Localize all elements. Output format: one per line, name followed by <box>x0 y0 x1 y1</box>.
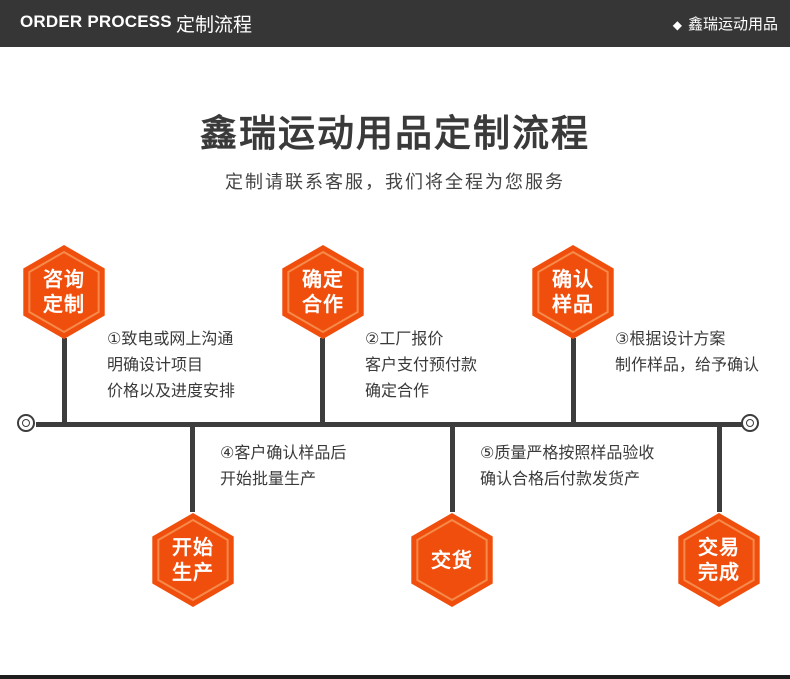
header-cn-title: 定制流程 <box>176 14 253 36</box>
hexagon-shape <box>282 245 364 339</box>
hexagon-outer <box>532 245 614 339</box>
step-label-line: 样品 <box>552 292 594 316</box>
timeline-axis <box>36 422 742 427</box>
step-desc-line: ①致电或网上沟通 <box>107 329 234 348</box>
hexagon-inner-ring <box>537 250 609 334</box>
hexagon-shape <box>411 513 493 607</box>
step-label-line: 确认 <box>552 267 594 291</box>
hexagon-shape <box>152 513 234 607</box>
connector-3 <box>571 338 576 425</box>
step-label-line: 交货 <box>431 547 473 572</box>
step-label: 交易完成 <box>677 512 761 608</box>
hexagon-outer <box>23 245 105 339</box>
header-en-title: ORDER PROCESS <box>20 12 172 31</box>
step-node-3: 确认样品 <box>531 244 615 340</box>
page-subtitle: 定制请联系客服，我们将全程为您服务 <box>225 172 565 193</box>
step-desc-line: 制作样品，给予确认 <box>615 355 760 374</box>
header-brand: ◆ 鑫瑞运动用品 <box>673 13 778 34</box>
connector-5 <box>450 424 455 512</box>
hexagon-outer <box>411 513 493 607</box>
hexagon-inner-ring <box>416 518 488 602</box>
bottom-divider <box>0 675 790 679</box>
step-desc-line: 客户支付预付款 <box>365 355 478 374</box>
step-desc-1: ①致电或网上沟通明确设计项目价格以及进度安排 <box>107 326 235 404</box>
step-label: 确定合作 <box>281 244 365 340</box>
hexagon-outer <box>282 245 364 339</box>
step-label-line: 定制 <box>43 292 85 316</box>
step-desc-line: 确认合格后付款发货产 <box>480 469 641 488</box>
step-desc-line: 价格以及进度安排 <box>107 381 236 400</box>
connector-1 <box>62 338 67 425</box>
connector-6 <box>717 424 722 512</box>
step-node-4: 开始生产 <box>151 512 235 608</box>
step-desc-line: ③根据设计方案 <box>615 329 726 348</box>
step-desc-line: 确定合作 <box>365 381 430 400</box>
step-label: 交货 <box>410 512 494 608</box>
timeline-end-cap <box>741 414 759 432</box>
step-desc-line: ②工厂报价 <box>365 329 444 348</box>
connector-4 <box>190 424 195 512</box>
step-desc-3: ③根据设计方案制作样品，给予确认 <box>615 326 759 378</box>
step-desc-2: ②工厂报价客户支付预付款确定合作 <box>365 326 477 404</box>
step-node-5: 交货 <box>410 512 494 608</box>
step-desc-line: 明确设计项目 <box>107 355 204 374</box>
hexagon-shape <box>532 245 614 339</box>
step-label-line: 完成 <box>698 560 740 584</box>
timeline-start-cap <box>17 414 35 432</box>
step-node-1: 咨询定制 <box>22 244 106 340</box>
brand-name: 鑫瑞运动用品 <box>687 15 778 33</box>
step-label-line: 开始 <box>172 535 214 559</box>
hexagon-inner-ring <box>157 518 229 602</box>
hexagon-shape <box>23 245 105 339</box>
step-label: 咨询定制 <box>22 244 106 340</box>
hexagon-inner-ring <box>28 250 100 334</box>
step-desc-5: ⑤质量严格按照样品验收确认合格后付款发货产 <box>480 440 654 492</box>
step-label: 开始生产 <box>151 512 235 608</box>
step-desc-4: ④客户确认样品后开始批量生产 <box>220 440 346 492</box>
step-label-line: 咨询 <box>43 267 85 291</box>
diamond-icon: ◆ <box>672 18 682 32</box>
connector-2 <box>320 338 325 425</box>
step-desc-line: ④客户确认样品后 <box>220 443 347 462</box>
step-label-line: 确定 <box>302 267 344 291</box>
step-desc-line: ⑤质量严格按照样品验收 <box>480 443 655 462</box>
header-bar: ORDER PROCESS 定制流程 ◆ 鑫瑞运动用品 <box>0 0 790 47</box>
step-node-6: 交易完成 <box>677 512 761 608</box>
step-node-2: 确定合作 <box>281 244 365 340</box>
hexagon-outer <box>152 513 234 607</box>
step-label-line: 交易 <box>698 535 740 559</box>
step-desc-line: 开始批量生产 <box>220 469 317 488</box>
hexagon-outer <box>678 513 760 607</box>
step-label: 确认样品 <box>531 244 615 340</box>
step-label-line: 合作 <box>302 292 344 316</box>
hexagon-inner-ring <box>287 250 359 334</box>
step-label-line: 生产 <box>172 560 214 584</box>
page-title: 鑫瑞运动用品定制流程 <box>200 112 590 155</box>
hexagon-inner-ring <box>683 518 755 602</box>
hexagon-shape <box>678 513 760 607</box>
